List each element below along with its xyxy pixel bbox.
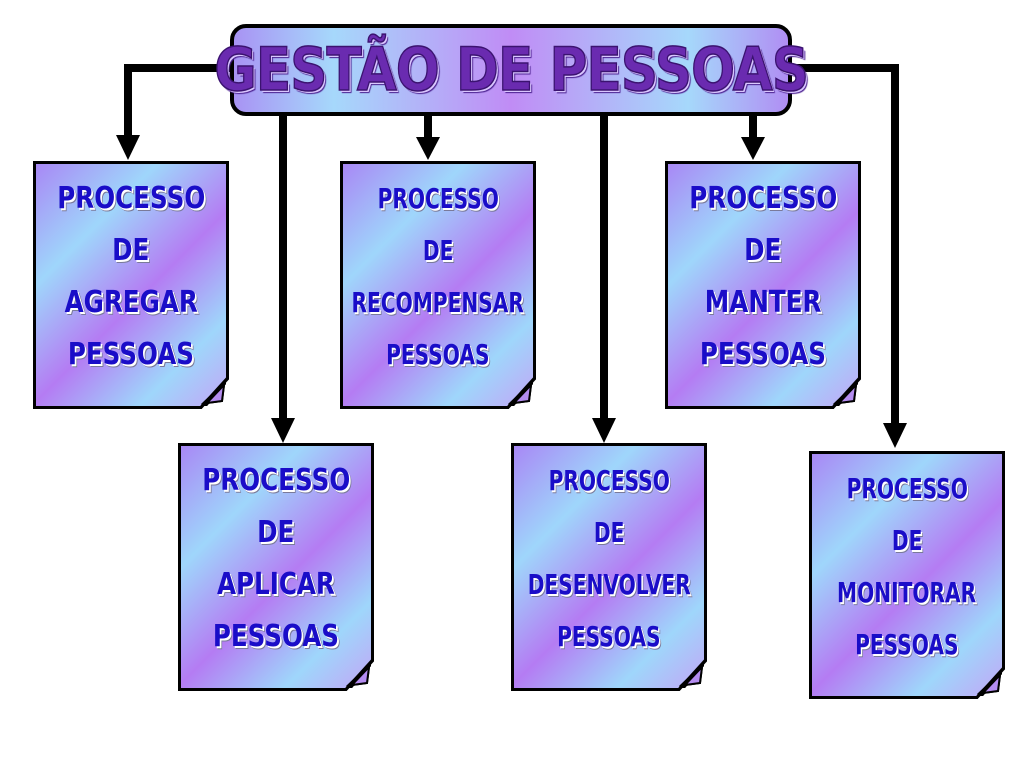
arrowhead-monitorar xyxy=(883,423,907,448)
process-label-line: PESSOAS xyxy=(386,338,490,371)
page-fold-icon xyxy=(346,663,371,688)
arrowhead-agregar xyxy=(116,135,140,160)
process-label-line: PROCESSO xyxy=(689,181,837,216)
process-label-line: PROCESSO xyxy=(202,463,350,498)
process-label-line: DE xyxy=(744,233,782,268)
process-label-line: APLICAR xyxy=(217,567,335,602)
process-label-line: MANTER xyxy=(704,285,822,320)
arrowhead-manter xyxy=(741,137,765,160)
process-monitorar-card: PROCESSO DE MONITORAR PESSOAS xyxy=(809,451,1005,699)
arrowhead-desenvolver xyxy=(592,418,616,443)
process-manter-card: PROCESSO DE MANTER PESSOAS xyxy=(665,161,861,409)
process-aplicar-text: PROCESSO DE APLICAR PESSOAS xyxy=(181,446,371,672)
diagram-title: GESTÃO DE PESSOAS xyxy=(213,34,809,106)
page-fold-icon xyxy=(201,381,226,406)
process-label-line: DE xyxy=(422,234,454,267)
process-label-line: PROCESSO xyxy=(57,181,205,216)
process-label-line: DE xyxy=(593,516,625,549)
process-manter-text: PROCESSO DE MANTER PESSOAS xyxy=(668,164,858,390)
process-desenvolver-card: PROCESSO DE DESENVOLVER PESSOAS xyxy=(511,443,707,691)
process-label-line: PESSOAS xyxy=(212,619,340,654)
connector-monitorar xyxy=(790,64,899,425)
page-fold-icon xyxy=(508,381,533,406)
process-label-line: PROCESSO xyxy=(377,182,499,215)
process-label-line: DE xyxy=(891,524,923,557)
process-label-line: MONITORAR xyxy=(837,576,977,609)
process-recompensar-text: PROCESSO DE RECOMPENSAR PESSOAS xyxy=(343,164,533,390)
process-agregar-text: PROCESSO DE AGREGAR PESSOAS xyxy=(36,164,226,390)
title-box: GESTÃO DE PESSOAS xyxy=(213,24,809,116)
process-label-line: DE xyxy=(112,233,150,268)
process-desenvolver-text: PROCESSO DE DESENVOLVER PESSOAS xyxy=(514,446,704,672)
connector-agregar xyxy=(124,64,232,140)
process-agregar-card: PROCESSO DE AGREGAR PESSOAS xyxy=(33,161,229,409)
page-fold-icon xyxy=(679,663,704,688)
process-aplicar-card: PROCESSO DE APLICAR PESSOAS xyxy=(178,443,374,691)
process-label-line: AGREGAR xyxy=(64,285,198,320)
process-label-line: PROCESSO xyxy=(846,472,968,505)
process-label-line: PESSOAS xyxy=(557,620,661,653)
process-recompensar-card: PROCESSO DE RECOMPENSAR PESSOAS xyxy=(340,161,536,409)
process-monitorar-text: PROCESSO DE MONITORAR PESSOAS xyxy=(812,454,1002,680)
process-label-line: PESSOAS xyxy=(67,337,195,372)
arrowhead-aplicar xyxy=(271,418,295,443)
process-label-line: DESENVOLVER xyxy=(527,568,691,601)
process-label-line: PROCESSO xyxy=(548,464,670,497)
process-label-line: PESSOAS xyxy=(699,337,827,372)
page-fold-icon xyxy=(833,381,858,406)
process-label-line: PESSOAS xyxy=(855,628,959,661)
process-label-line: DE xyxy=(257,515,295,550)
arrowhead-recompensar xyxy=(416,137,440,160)
page-fold-icon xyxy=(977,671,1002,696)
process-label-line: RECOMPENSAR xyxy=(351,286,525,319)
